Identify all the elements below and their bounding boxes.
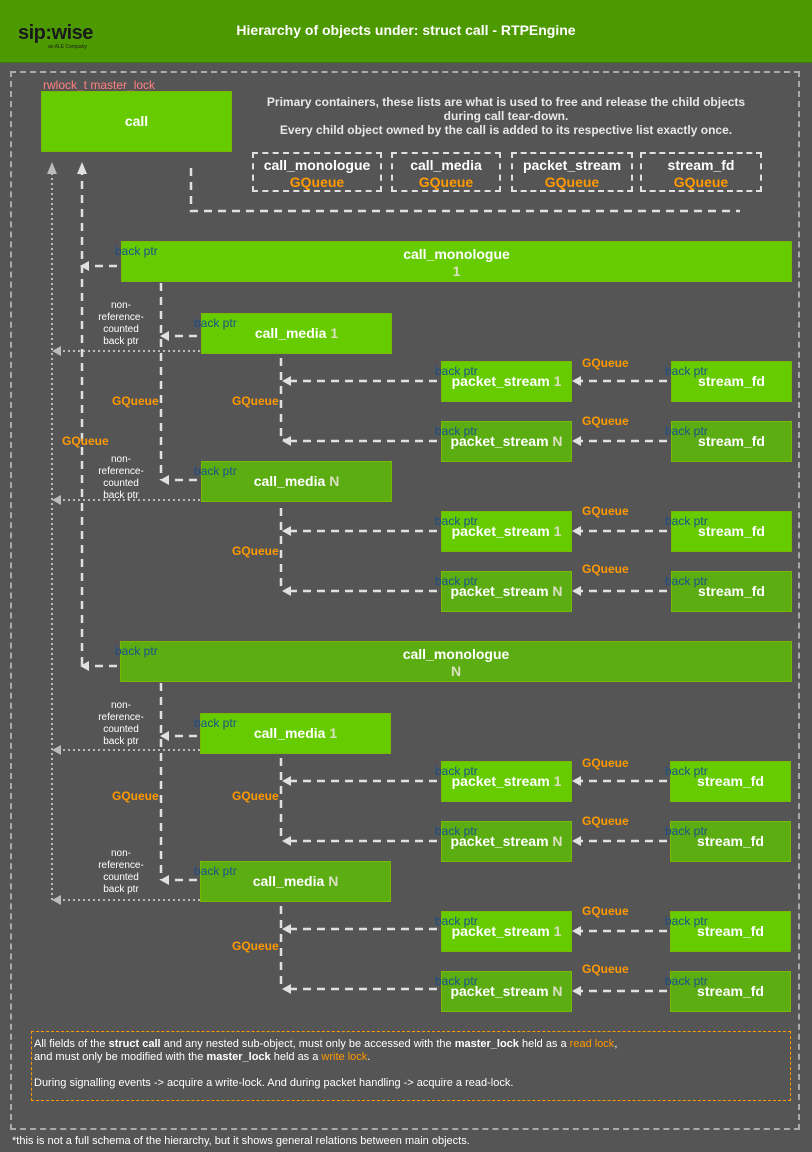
monologue-index: N xyxy=(450,663,462,679)
list-type: GQueue xyxy=(418,174,474,190)
call-box: call xyxy=(41,91,232,152)
stream-fd-box: stream_fd xyxy=(671,511,792,552)
back-ptr-label: back ptr xyxy=(435,914,478,928)
packet-stream-box: packet_stream N xyxy=(441,971,572,1012)
back-ptr-label: back ptr xyxy=(435,514,478,528)
list-type: GQueue xyxy=(289,174,345,190)
call-media-box: call_media N xyxy=(200,861,391,902)
gqueue-label: GQueue xyxy=(232,789,279,803)
page-title: Hierarchy of objects under: struct call … xyxy=(236,22,576,38)
back-ptr-label: back ptr xyxy=(435,574,478,588)
packet-stream-box: packet_stream N xyxy=(441,571,572,612)
gqueue-label: GQueue xyxy=(232,939,279,953)
gqueue-label: GQueue xyxy=(582,814,629,828)
back-ptr-label: back ptr xyxy=(115,644,158,658)
back-ptr-label: back ptr xyxy=(435,974,478,988)
stream-fd-box: stream_fd xyxy=(670,911,791,952)
packet-stream-box: packet_stream 1 xyxy=(441,361,572,402)
list-name: packet_stream xyxy=(522,157,622,173)
call-media-box: call_media 1 xyxy=(201,313,392,354)
packet-stream-box: packet_stream N xyxy=(441,421,572,462)
packet-stream-box: packet_stream 1 xyxy=(441,511,572,552)
back-ptr-label: back ptr xyxy=(194,716,237,730)
back-ptr-label: back ptr xyxy=(665,824,708,838)
stream-fd-box: stream_fd xyxy=(671,361,792,402)
back-ptr-label: back ptr xyxy=(194,864,237,878)
list-packet-stream: packet_stream GQueue xyxy=(511,152,633,192)
monologue-index: 1 xyxy=(452,263,461,279)
gqueue-label: GQueue xyxy=(582,356,629,370)
master-lock-label: rwlock_t master_lock xyxy=(43,78,156,92)
gqueue-label: GQueue xyxy=(62,434,109,448)
stream-fd-box: stream_fd xyxy=(670,971,791,1012)
back-ptr-label: back ptr xyxy=(665,364,708,378)
note-line-3: Every child object owned by the call is … xyxy=(279,123,733,137)
locking-note-line-3: During signalling events -> acquire a wr… xyxy=(34,1077,514,1089)
packet-stream-box: packet_stream 1 xyxy=(441,911,572,952)
sipwise-logo: sip:wise xyxy=(18,22,93,44)
gqueue-label: GQueue xyxy=(582,962,629,976)
back-ptr-label: back ptr xyxy=(665,514,708,528)
call-monologue-box: call_monologue 1 xyxy=(121,241,792,282)
stream-fd-box: stream_fd xyxy=(670,821,791,862)
back-ptr-label: back ptr xyxy=(665,574,708,588)
note-line-1: Primary containers, these lists are what… xyxy=(266,95,746,109)
gqueue-label: GQueue xyxy=(232,394,279,408)
locking-note-line-2: and must only be modified with the maste… xyxy=(34,1051,371,1063)
call-media-box: call_media 1 xyxy=(200,713,391,754)
list-name: stream_fd xyxy=(667,157,735,173)
list-call-monologue: call_monologue GQueue xyxy=(252,152,382,192)
back-ptr-label: back ptr xyxy=(435,364,478,378)
logo-subtitle: an ALE Company xyxy=(48,44,87,50)
back-ptr-label: back ptr xyxy=(435,764,478,778)
outer-frame xyxy=(10,71,800,1130)
primary-containers-note: Primary containers, these lists are what… xyxy=(246,95,766,137)
back-ptr-label: back ptr xyxy=(665,974,708,988)
back-ptr-label: back ptr xyxy=(115,244,158,258)
gqueue-label: GQueue xyxy=(112,394,159,408)
list-name: call_monologue xyxy=(263,157,371,173)
list-type: GQueue xyxy=(673,174,729,190)
list-stream-fd: stream_fd GQueue xyxy=(640,152,762,192)
back-ptr-label: back ptr xyxy=(665,424,708,438)
call-monologue-box: call_monologue N xyxy=(120,641,792,682)
list-type: GQueue xyxy=(544,174,600,190)
list-call-media: call_media GQueue xyxy=(391,152,501,192)
back-ptr-label: back ptr xyxy=(665,764,708,778)
monologue-name: call_monologue xyxy=(403,246,510,262)
gqueue-label: GQueue xyxy=(582,562,629,576)
gqueue-label: GQueue xyxy=(112,789,159,803)
stream-fd-box: stream_fd xyxy=(671,571,792,612)
back-ptr-label: back ptr xyxy=(665,914,708,928)
packet-stream-box: packet_stream 1 xyxy=(441,761,572,802)
header-bar xyxy=(0,0,812,63)
back-ptr-label: back ptr xyxy=(194,316,237,330)
gqueue-label: GQueue xyxy=(582,414,629,428)
gqueue-label: GQueue xyxy=(232,544,279,558)
back-ptr-label: back ptr xyxy=(435,424,478,438)
gqueue-label: GQueue xyxy=(582,904,629,918)
back-ptr-label: back ptr xyxy=(194,464,237,478)
note-line-2: during call tear-down. xyxy=(443,109,569,123)
locking-note: All fields of the struct call and any ne… xyxy=(31,1031,791,1101)
gqueue-label: GQueue xyxy=(582,504,629,518)
back-ptr-label: back ptr xyxy=(435,824,478,838)
locking-note-line-1: All fields of the struct call and any ne… xyxy=(34,1038,618,1050)
call-media-box: call_media N xyxy=(201,461,392,502)
stream-fd-box: stream_fd xyxy=(671,421,792,462)
monologue-name: call_monologue xyxy=(402,646,510,662)
list-name: call_media xyxy=(410,157,482,173)
stream-fd-box: stream_fd xyxy=(670,761,791,802)
disclaimer: *this is not a full schema of the hierar… xyxy=(12,1135,470,1147)
packet-stream-box: packet_stream N xyxy=(441,821,572,862)
gqueue-label: GQueue xyxy=(582,756,629,770)
